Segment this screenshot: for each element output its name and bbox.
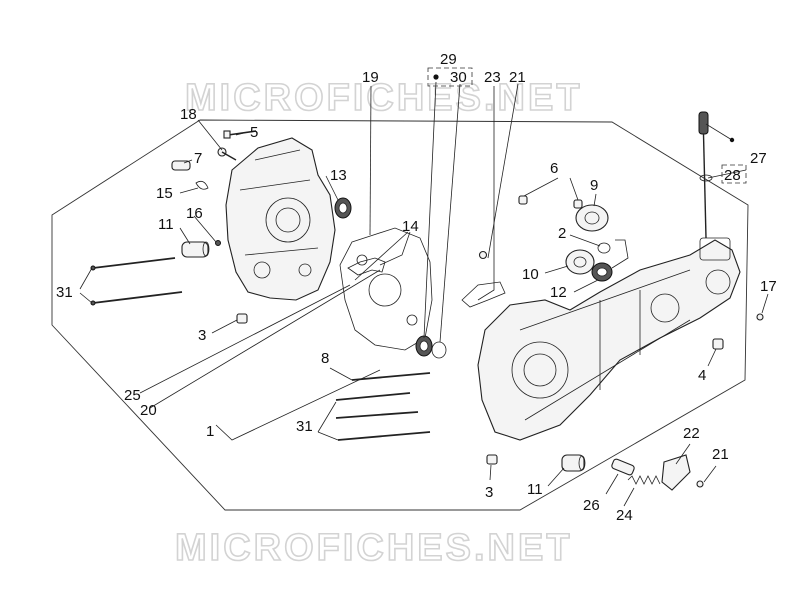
callout-labels: 29 30 19 23 21 18 5 7 13 15 16 11 14 6 9… <box>56 51 777 524</box>
callout-11-left: 11 <box>158 216 174 233</box>
callout-15: 15 <box>156 185 173 202</box>
circlip-2 <box>597 242 611 254</box>
group-bracket-29 <box>427 67 473 87</box>
tube-26 <box>611 458 635 476</box>
dowel-7 <box>171 160 191 171</box>
dowel-4 <box>712 338 724 350</box>
callout-24: 24 <box>616 507 633 524</box>
callout-19: 19 <box>362 69 379 86</box>
o-ring-30 <box>431 341 447 359</box>
callout-26: 26 <box>583 497 600 514</box>
callout-5: 5 <box>250 124 258 141</box>
pin-16 <box>215 240 221 246</box>
callout-6: 6 <box>550 160 558 177</box>
studs-31-center <box>335 372 431 441</box>
gasket-19 <box>339 227 433 351</box>
watermark-top: MICROFICHES.NET <box>185 77 583 119</box>
callout-7: 7 <box>194 150 202 167</box>
callout-23: 23 <box>484 69 501 86</box>
callout-20: 20 <box>140 402 157 419</box>
plate-23 <box>461 281 506 308</box>
bolt-5 <box>223 130 257 139</box>
bracket-14 <box>347 257 386 276</box>
callout-14: 14 <box>402 218 419 235</box>
screw-21-bottom <box>696 480 704 488</box>
left-crankcase-cover <box>225 137 336 301</box>
callout-27: 27 <box>750 150 767 167</box>
callout-1: 1 <box>206 423 214 440</box>
callout-31-left: 31 <box>56 284 73 301</box>
callout-4: 4 <box>698 367 706 384</box>
callout-16: 16 <box>186 205 203 222</box>
callout-9: 9 <box>590 177 598 194</box>
dowel-3-left <box>236 313 248 324</box>
leader-lines <box>79 81 769 507</box>
callout-2: 2 <box>558 225 566 242</box>
callout-10: 10 <box>522 266 539 283</box>
screw-17 <box>756 313 764 321</box>
callout-28: 28 <box>724 167 741 184</box>
callout-12: 12 <box>550 284 567 301</box>
bullet-27 <box>729 137 735 143</box>
callout-13: 13 <box>330 167 347 184</box>
bushing-11-right <box>561 454 586 472</box>
callout-22: 22 <box>683 425 700 442</box>
o-ring-28 <box>699 174 713 182</box>
dowel-6a <box>518 195 528 205</box>
bearing-9 <box>575 204 609 232</box>
callout-3-left: 3 <box>198 327 206 344</box>
clip-15 <box>195 180 209 190</box>
oil-seal-12 <box>591 262 613 282</box>
oil-seal-13 <box>334 197 352 219</box>
callout-21-top: 21 <box>509 69 526 86</box>
callout-21-bottom: 21 <box>712 446 729 463</box>
bushing-11-left <box>181 241 210 258</box>
callout-3-right: 3 <box>485 484 493 501</box>
callout-8: 8 <box>321 350 329 367</box>
assembly-frame <box>51 119 749 511</box>
callout-17: 17 <box>760 278 777 295</box>
callout-31-center: 31 <box>296 418 313 435</box>
callout-29: 29 <box>440 51 457 68</box>
callout-18: 18 <box>180 106 197 123</box>
spring-24 <box>627 475 661 485</box>
callout-30: 30 <box>450 69 467 86</box>
callout-11-right: 11 <box>527 481 543 498</box>
watermark-bottom: MICROFICHES.NET <box>175 527 573 569</box>
bearing-10 <box>565 249 595 275</box>
callout-25: 25 <box>124 387 141 404</box>
studs-31-left <box>90 257 183 306</box>
dowel-3-right <box>486 454 498 465</box>
group-bracket-27 <box>721 164 747 184</box>
screw-18 <box>217 147 237 161</box>
cover-22 <box>661 454 691 491</box>
screw-21-top <box>478 250 488 260</box>
dipstick-27 <box>698 111 709 239</box>
bullet-29 <box>433 74 439 80</box>
lock-bracket <box>611 239 629 269</box>
dowel-6b <box>573 199 583 209</box>
right-crankcase <box>477 237 741 441</box>
oil-seal-29 <box>415 335 433 357</box>
